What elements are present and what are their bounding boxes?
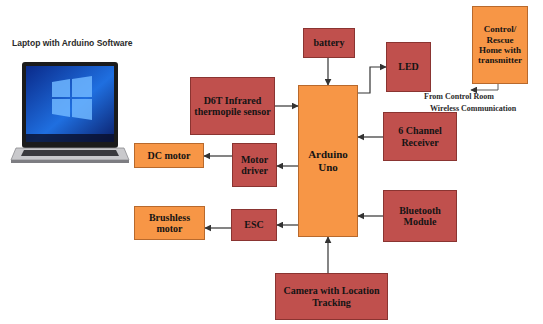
connector-arrow [358,136,383,137]
node-text: Arduino Uno [302,148,354,173]
link-label: Wireless Communication [430,104,516,113]
connector-arrow [327,237,328,273]
sensor-box: D6T Infrared thermopile sensor [190,77,275,135]
motor-box: Brushless motor [134,206,205,240]
esc-box: ESC [231,209,277,241]
laptop-edge [11,160,129,163]
node-text: battery [313,37,344,49]
driver-box: Motor driver [232,143,277,187]
wireless-line [471,84,498,90]
controller-box: Arduino Uno [298,85,358,237]
link-label: From Control Room [424,92,494,101]
connector-arrow [327,58,328,85]
receiver-box: 6 Channel Receiver [383,112,457,161]
connector-arrow [277,224,298,225]
node-text: LED [398,61,419,73]
node-text: ESC [244,219,263,231]
node-text: Control/ Rescue Home with transmitter [476,24,524,65]
connector-arrow [205,227,231,228]
node-text: DC motor [147,150,190,162]
node-text: Bluetooth Module [387,205,453,228]
node-text: D6T Infrared thermopile sensor [194,95,271,118]
wireless-arrow [471,84,498,90]
device-label: Laptop with Arduino Software [12,38,133,48]
node-text: 6 Channel Receiver [387,125,453,148]
connector-arrow [204,155,232,156]
connector-arrow [358,67,386,93]
node-text: Camera with Location Tracking [279,285,384,308]
power-box: battery [303,28,355,58]
laptop-keyboard [21,150,119,156]
control-box: Control/ Rescue Home with transmitter [472,6,528,84]
module-box: Bluetooth Module [383,190,457,242]
node-text: Motor driver [236,154,273,177]
led-box: LED [386,42,431,92]
connector-arrow [275,105,298,106]
connector-arrow [358,215,383,216]
laptop-screen [26,66,114,142]
laptop-illustration [11,62,129,163]
motor-box: DC motor [134,143,204,168]
node-text: Brushless motor [138,212,201,235]
camera-box: Camera with Location Tracking [275,273,388,320]
connector-arrow [277,165,298,166]
taskbar [26,134,114,142]
laptop-bezel [22,62,118,148]
laptop-base [11,148,129,160]
windows-logo [52,76,92,120]
